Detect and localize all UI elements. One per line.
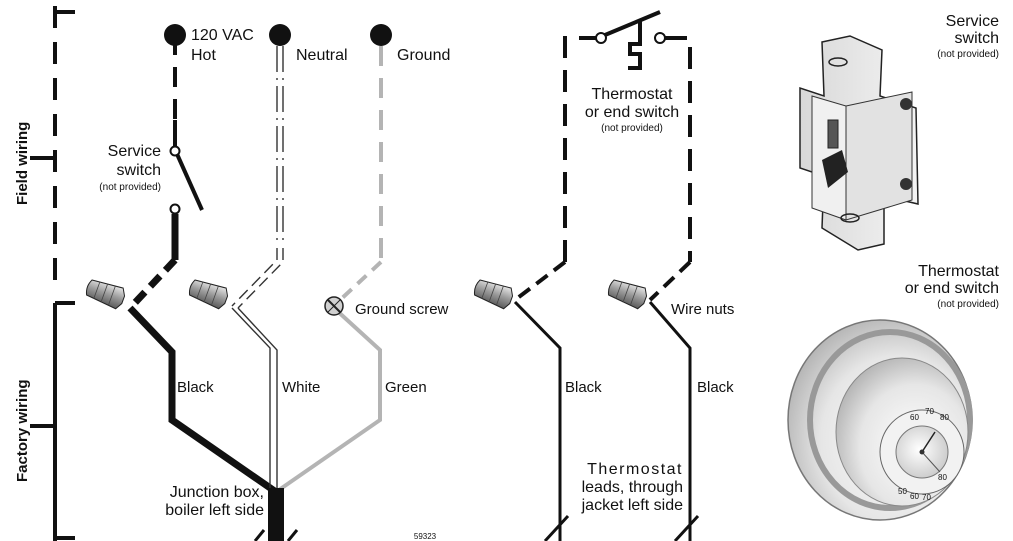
wire-nut-thermostat-right — [607, 279, 648, 310]
wire-color-black-left: Black — [177, 379, 214, 396]
ground-wire — [274, 24, 392, 494]
right-service-switch-line2: switch — [955, 30, 999, 47]
neutral-label: Neutral — [296, 47, 348, 64]
right-thermostat-note: (not provided) — [937, 299, 999, 310]
factory-wiring-label: Factory wiring — [14, 379, 31, 482]
dial-num-5: 80 — [940, 413, 949, 422]
dial-num-2: 60 — [910, 492, 919, 501]
junction-box-trunk — [253, 488, 299, 541]
wire-nut-thermostat-left — [473, 279, 514, 310]
right-thermostat-line1: Thermostat — [918, 263, 999, 280]
dial-num-6: 70 — [925, 407, 934, 416]
thermostat-dial-illustration — [787, 319, 973, 521]
dial-num-1: 50 — [898, 487, 907, 496]
dial-num-7: 60 — [910, 413, 919, 422]
hot-label-line1: 120 VAC — [191, 27, 254, 44]
service-switch-label-line1: Service — [108, 143, 161, 160]
right-service-switch-note: (not provided) — [937, 49, 999, 60]
thermostat-circuit — [513, 10, 700, 541]
wire-color-white: White — [282, 379, 320, 396]
field-wiring-label: Field wiring — [14, 122, 31, 205]
right-service-switch-line1: Service — [946, 13, 999, 30]
ground-label: Ground — [397, 47, 450, 64]
service-switch-note: (not provided) — [99, 182, 161, 193]
wire-color-green: Green — [385, 379, 427, 396]
thermostat-leads-line1: Thermostat — [587, 461, 683, 478]
factory-wiring-bracket — [30, 301, 75, 541]
hot-label-line2: Hot — [191, 47, 216, 64]
dial-num-4: 80 — [938, 473, 947, 482]
junction-box-label-line2: boiler left side — [165, 502, 264, 519]
ground-screw-icon — [324, 296, 344, 316]
ground-screw-label: Ground screw — [355, 301, 449, 318]
thermostat-label-line1: Thermostat — [592, 86, 673, 103]
wire-color-black-right: Black — [697, 379, 734, 396]
thermostat-leads-line3: jacket left side — [581, 497, 683, 514]
service-switch-illustration — [799, 35, 919, 251]
dial-num-3: 70 — [922, 493, 931, 502]
wire-nut-neutral — [188, 279, 229, 310]
hot-wire — [127, 24, 278, 495]
field-wiring-bracket — [30, 6, 75, 290]
thermostat-leads-line2: leads, through — [582, 479, 683, 496]
wire-nut-hot — [85, 279, 126, 310]
thermostat-note: (not provided) — [601, 123, 663, 134]
wire-nuts-label: Wire nuts — [671, 301, 734, 318]
thermostat-label-line2: or end switch — [585, 104, 679, 121]
right-thermostat-line2: or end switch — [905, 280, 999, 297]
wire-color-black-mid: Black — [565, 379, 602, 396]
junction-box-label-line1: Junction box, — [170, 484, 264, 501]
neutral-wire — [231, 24, 291, 490]
service-switch-label-line2: switch — [117, 162, 161, 179]
figure-number: 59323 — [414, 532, 437, 541]
